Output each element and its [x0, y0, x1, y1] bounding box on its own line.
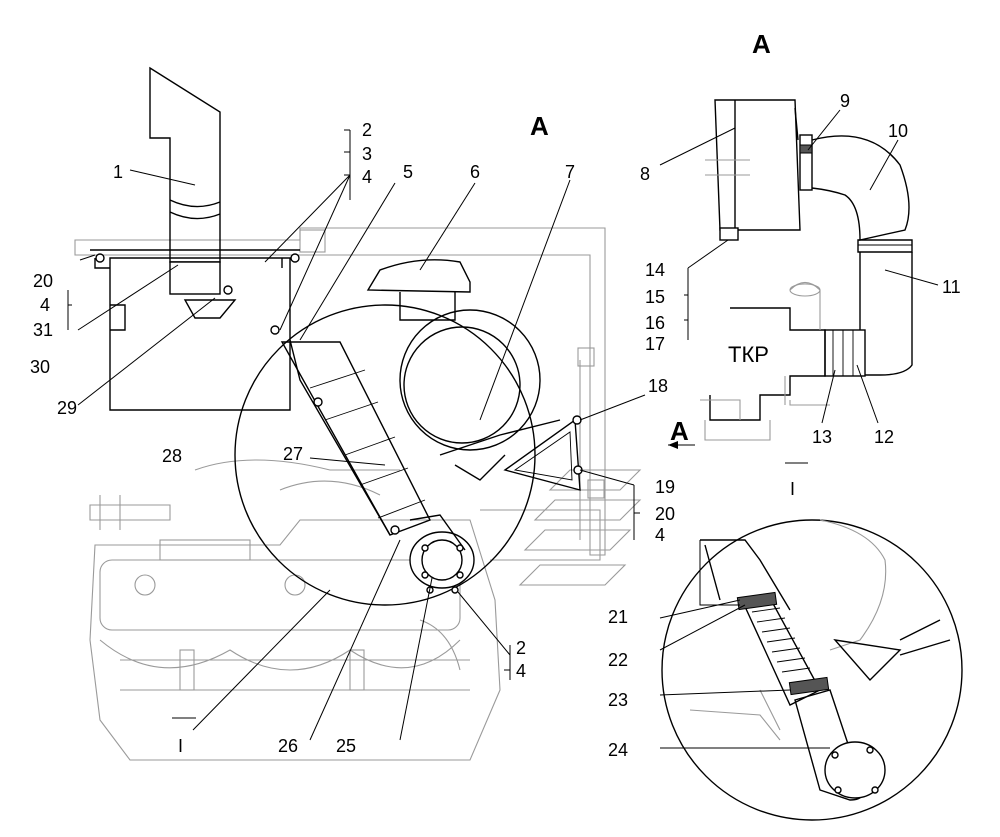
callout-25: 25 — [336, 736, 356, 756]
callout-21: 21 — [608, 607, 628, 627]
callout-4-bottom: 4 — [516, 661, 526, 681]
callout-28: 28 — [162, 446, 182, 466]
callout-1: 1 — [113, 162, 123, 182]
callout-10: 10 — [888, 121, 908, 141]
callout-20-right: 20 — [655, 504, 675, 524]
callout-8: 8 — [640, 164, 650, 184]
filter-cap — [366, 259, 471, 321]
leader-lines — [67, 109, 939, 749]
callout-17: 17 — [645, 334, 665, 354]
callout-2: 2 — [362, 120, 372, 140]
turbocharger-label: ТКР — [728, 342, 769, 367]
callout-3: 3 — [362, 144, 372, 164]
callout-2-bottom: 2 — [516, 638, 526, 658]
callout-11: 11 — [942, 277, 961, 297]
detail-circle-large — [234, 304, 583, 606]
callout-31: 31 — [33, 320, 53, 340]
section-a-label: A — [670, 416, 689, 446]
callout-7: 7 — [565, 162, 575, 182]
callout-18: 18 — [648, 376, 668, 396]
callout-27: 27 — [283, 444, 303, 464]
view-a-main-label: A — [530, 111, 549, 141]
precleaner-box — [90, 249, 300, 411]
detail-circle-small — [661, 519, 963, 821]
view-a-assembly — [700, 99, 913, 441]
callout-4: 4 — [362, 167, 372, 187]
callout-5: 5 — [403, 162, 413, 182]
detail-i-bottom-label: I — [178, 736, 183, 756]
callout-4-right: 4 — [655, 525, 665, 545]
engine-block-ghost — [89, 459, 601, 761]
callout-30: 30 — [30, 357, 50, 377]
labels: A A A I I ТКР 1 2 3 4 5 6 7 8 9 10 11 12… — [30, 29, 961, 760]
callout-12: 12 — [874, 427, 894, 447]
callout-9: 9 — [840, 91, 850, 111]
callout-22: 22 — [608, 650, 628, 670]
callout-6: 6 — [470, 162, 480, 182]
callout-16: 16 — [645, 313, 665, 333]
callout-13: 13 — [812, 427, 832, 447]
callout-15: 15 — [645, 287, 665, 307]
callout-24: 24 — [608, 740, 628, 760]
detail-i-top-label: I — [790, 479, 795, 499]
callout-29: 29 — [57, 398, 77, 418]
callout-23: 23 — [608, 690, 628, 710]
snorkel-pipe — [149, 66, 221, 263]
callout-14: 14 — [645, 260, 665, 280]
callout-19: 19 — [655, 477, 675, 497]
callout-20-left: 20 — [33, 271, 53, 291]
callout-26: 26 — [278, 736, 298, 756]
frame-ghost — [74, 227, 642, 586]
callout-4-left: 4 — [40, 295, 50, 315]
view-a-detail-label: A — [752, 29, 771, 59]
